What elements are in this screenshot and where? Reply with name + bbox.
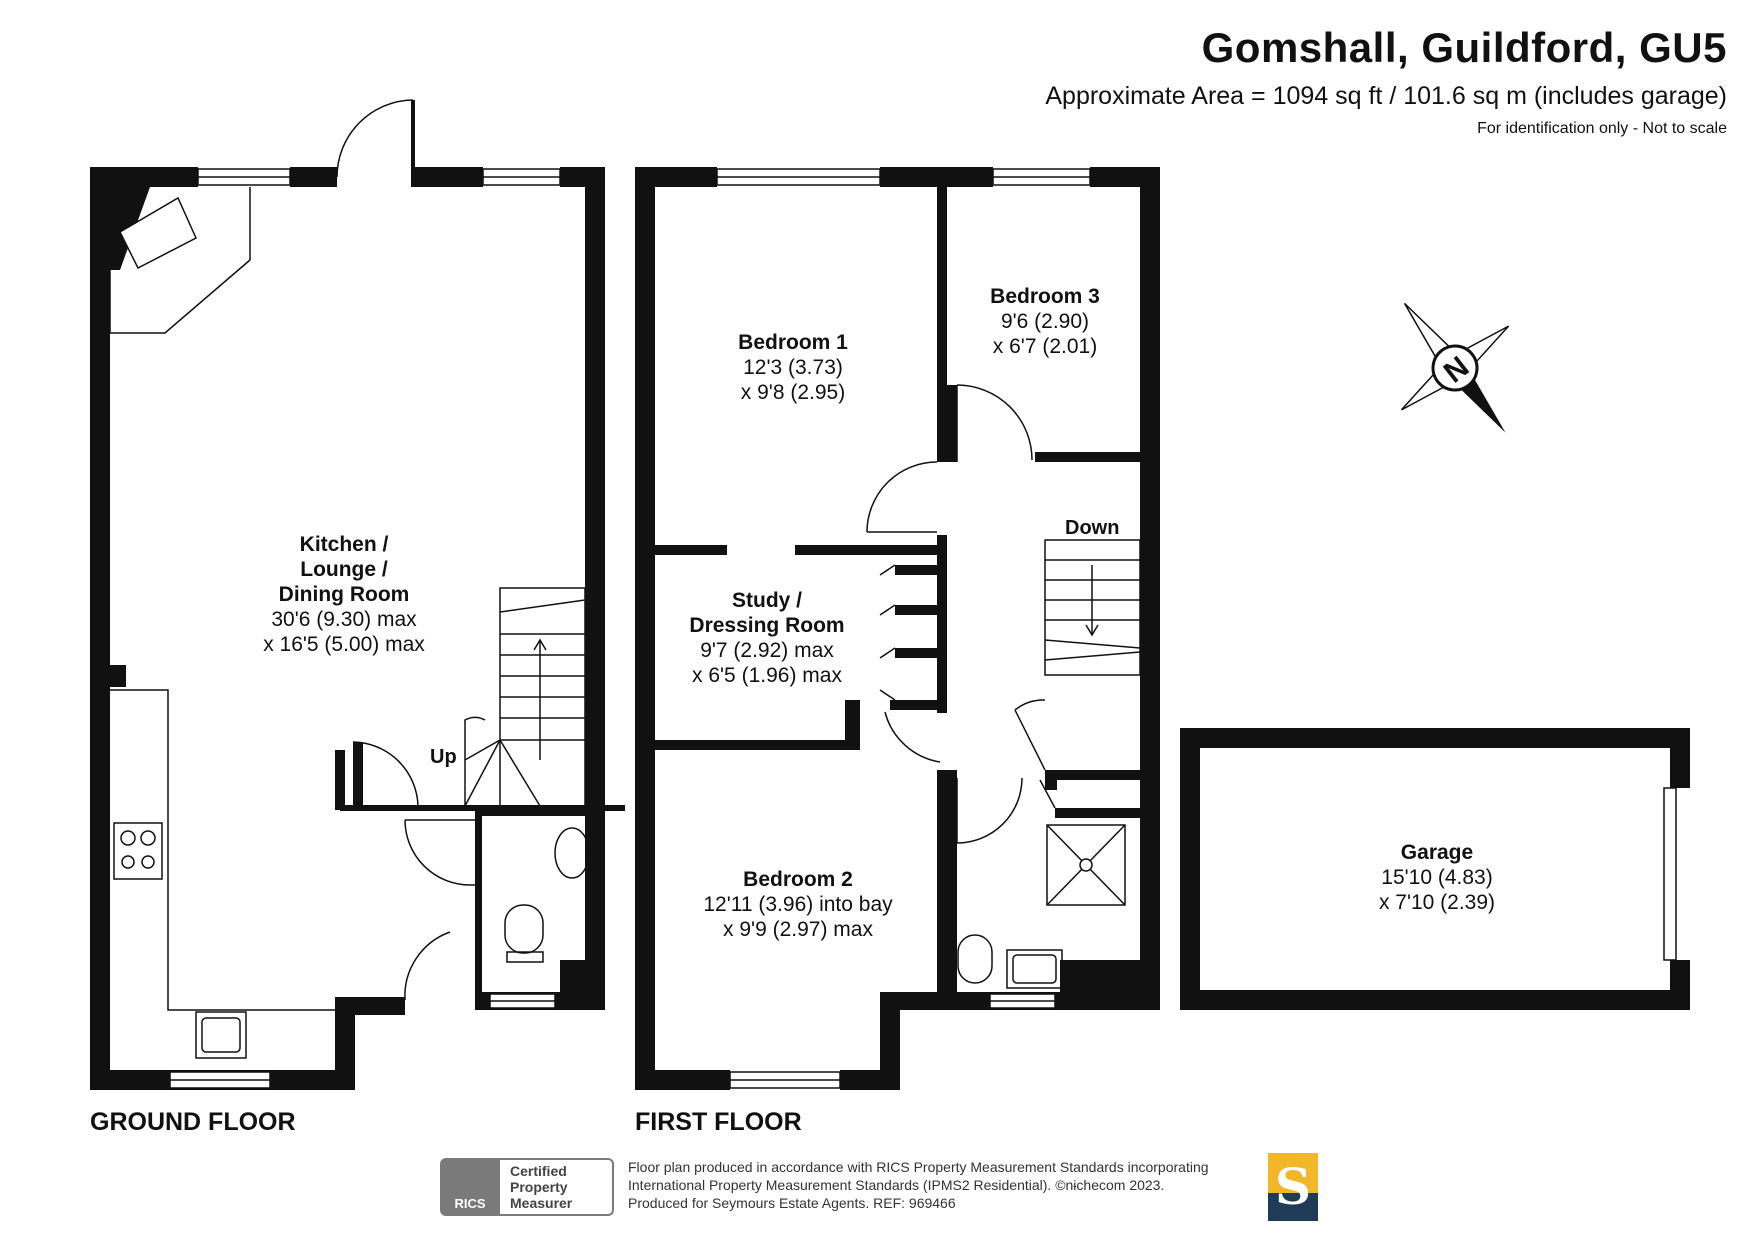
room-bedroom-3: Bedroom 3 9'6 (2.90) x 6'7 (2.01) <box>990 284 1100 359</box>
page-title: Gomshall, Guildford, GU5 <box>1201 24 1727 71</box>
first-floor-lines <box>716 168 1141 1089</box>
footer-line: Produced for Seymours Estate Agents. REF… <box>628 1195 956 1211</box>
agent-logo: S <box>1268 1153 1318 1221</box>
room-dimension: 9'6 (2.90) <box>1000 310 1090 333</box>
room-name: Bedroom 3 <box>990 285 1100 308</box>
logo-letter: S <box>1274 1157 1312 1216</box>
footer-text: Floor plan produced in accordance with R… <box>628 1158 1209 1212</box>
compass <box>1400 302 1510 433</box>
badge-line: Certified <box>510 1163 567 1179</box>
room-dimension: 9'7 (2.92) max <box>700 639 834 662</box>
room-name: Dining Room <box>278 583 410 606</box>
garage-plan <box>1180 728 1692 1010</box>
disclaimer-note: For identification only - Not to scale <box>1477 120 1727 137</box>
room-bedroom-2: Bedroom 2 12'11 (3.96) into bay x 9'9 (2… <box>703 867 892 942</box>
area-text: Approximate Area = 1094 sq ft / 101.6 sq… <box>1045 82 1727 110</box>
ground-floor-label: GROUND FLOOR <box>90 1108 296 1136</box>
room-garage: Garage 15'10 (4.83) x 7'10 (2.39) <box>1379 840 1495 915</box>
room-name: Study / <box>731 589 803 612</box>
room-dimension: x 9'8 (2.95) <box>740 381 846 404</box>
ground-floor-plan <box>90 167 625 1090</box>
room-name: Dressing Room <box>689 614 845 637</box>
room-dimension: 12'11 (3.96) into bay <box>703 893 893 916</box>
room-dimension: x 7'10 (2.39) <box>1378 891 1496 914</box>
room-name: Garage <box>1400 841 1474 864</box>
room-name: Kitchen / <box>299 533 389 556</box>
room-dimension: x 6'7 (2.01) <box>992 335 1098 358</box>
room-dimension: 30'6 (9.30) max <box>271 608 417 631</box>
room-name: Bedroom 1 <box>738 331 848 354</box>
badge-line: Measurer <box>510 1195 573 1211</box>
ground-floor-lines <box>109 99 590 1089</box>
stairs-down-label: Down <box>1065 517 1120 539</box>
footer-line: Floor plan produced in accordance with R… <box>628 1159 1209 1175</box>
room-kitchen: Kitchen / Lounge / Dining Room 30'6 (9.3… <box>263 532 425 657</box>
room-dimension: 12'3 (3.73) <box>743 356 843 379</box>
room-name: Lounge / <box>300 558 388 581</box>
room-study: Study / Dressing Room 9'7 (2.92) max x 6… <box>689 588 844 688</box>
badge-line: Property <box>510 1179 568 1195</box>
logo-navy-block <box>1268 1193 1318 1221</box>
rics-logo: RICS <box>440 1158 500 1216</box>
certified-badge: Certified Property Measurer <box>500 1158 614 1216</box>
room-name: Bedroom 2 <box>743 868 853 891</box>
logo-gold-block <box>1268 1153 1318 1193</box>
first-floor-label: FIRST FLOOR <box>635 1108 802 1136</box>
room-dimension: 15'10 (4.83) <box>1381 866 1493 889</box>
room-dimension: x 6'5 (1.96) max <box>692 664 842 687</box>
rics-text: RICS <box>454 1196 486 1211</box>
stairs-up-label: Up <box>430 746 457 768</box>
room-dimension: x 16'5 (5.00) max <box>263 633 425 656</box>
room-dimension: x 9'9 (2.97) max <box>723 918 873 941</box>
room-bedroom-1: Bedroom 1 12'3 (3.73) x 9'8 (2.95) <box>738 330 848 405</box>
footer-line: International Property Measurement Stand… <box>628 1177 1165 1193</box>
